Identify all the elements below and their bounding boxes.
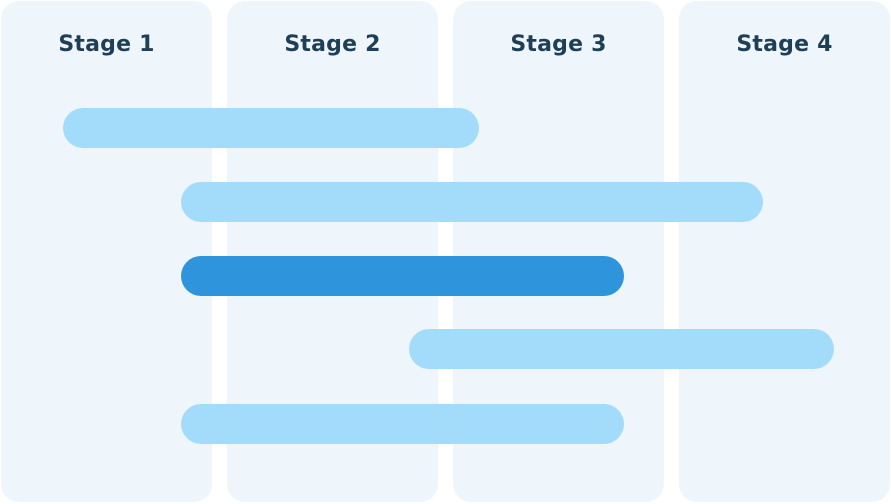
stage-label: Stage 2 (284, 32, 381, 57)
timeline-bar-5 (181, 404, 624, 444)
stage-label: Stage 3 (510, 32, 607, 57)
stage-label: Stage 4 (736, 32, 833, 57)
stage-column-4: Stage 4 (679, 1, 890, 502)
stage-column-1: Stage 1 (1, 1, 212, 502)
timeline-bar-4 (409, 329, 834, 369)
timeline-bar-3-highlighted (181, 256, 624, 296)
timeline-bar-1 (63, 108, 479, 148)
timeline-bar-2 (181, 182, 763, 222)
stage-label: Stage 1 (58, 32, 155, 57)
